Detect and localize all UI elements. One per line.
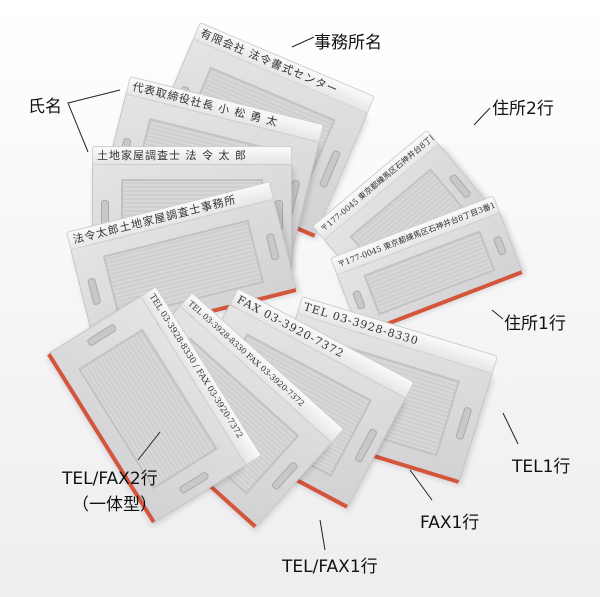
label-name: 氏名 [28,97,62,117]
label-fax1: FAX1行 [420,513,480,533]
label-office-name: 事務所名 [314,33,382,53]
label-address1: 住所1行 [504,314,566,334]
label-address2: 住所2行 [492,99,554,119]
label-telfax2-sub: （一体型） [72,495,157,515]
label-telfax1: TEL/FAX1行 [282,557,378,577]
label-telfax2: TEL/FAX2行 [62,469,158,489]
stamp-text: 土地家屋調査士 法 令 太 郎 [92,146,292,165]
label-tel1: TEL1行 [512,457,571,477]
